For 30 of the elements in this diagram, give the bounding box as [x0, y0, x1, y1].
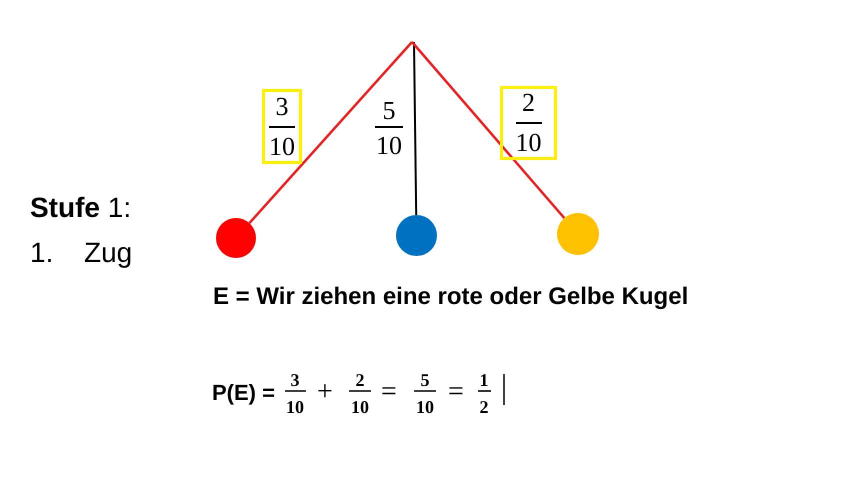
denominator: 10 — [351, 397, 369, 418]
numerator: 3 — [276, 94, 288, 120]
stage-heading: Stufe 1: — [30, 192, 132, 224]
numerator: 2 — [356, 370, 364, 391]
list-item-text: Zug — [84, 237, 132, 269]
denominator: 10 — [416, 397, 434, 418]
denominator: 10 — [376, 131, 402, 161]
branch-line — [411, 41, 566, 219]
list-number: 1. — [30, 237, 54, 269]
numerator: 1 — [480, 370, 488, 391]
numerator: 5 — [382, 96, 396, 126]
equals-sign: = — [381, 376, 397, 408]
ball — [557, 213, 599, 255]
denominator: 10 — [286, 397, 304, 418]
numerator: 2 — [522, 90, 535, 116]
ball — [396, 215, 437, 256]
highlight-frame — [262, 89, 302, 164]
probability-term: P(E) = — [212, 380, 275, 406]
highlight-frame — [500, 86, 557, 160]
numerator: 5 — [420, 370, 430, 391]
denominator: 10 — [269, 134, 295, 160]
event-definition: E = Wir ziehen eine rote oder Gelbe Kugel — [213, 283, 688, 311]
ball — [216, 218, 256, 258]
denominator: 2 — [480, 397, 488, 418]
branch-line — [413, 42, 418, 216]
equals-sign: = — [448, 376, 464, 408]
plus-sign: + — [317, 376, 333, 408]
numerator: 3 — [290, 370, 300, 391]
denominator: 10 — [516, 130, 542, 156]
branch-line — [248, 41, 413, 224]
